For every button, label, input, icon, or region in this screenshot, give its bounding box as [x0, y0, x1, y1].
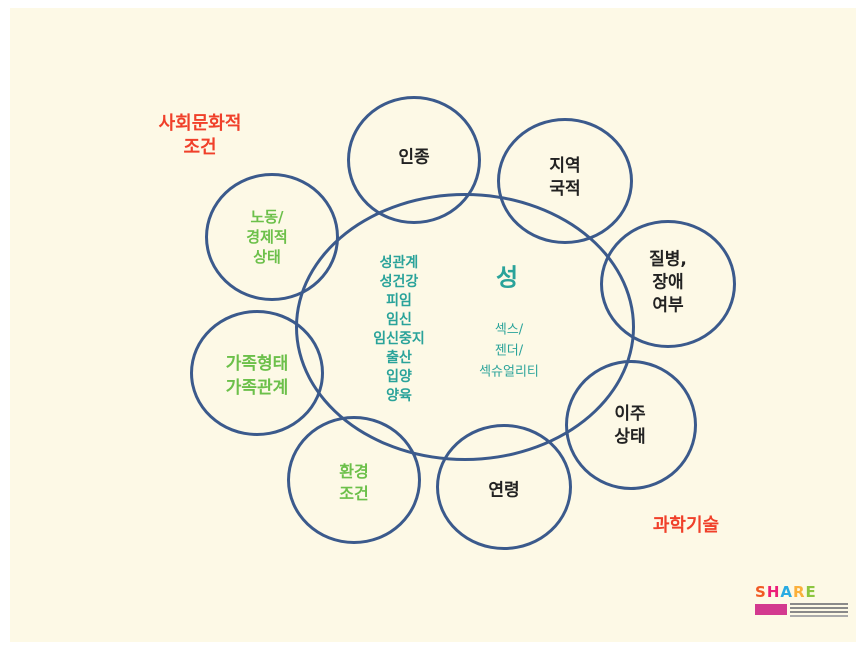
environment-circle	[287, 416, 421, 544]
race-label: 인종	[398, 147, 430, 168]
center-right-list: 섹스/ 젠더/ 섹슈얼리티	[479, 322, 539, 380]
logo-letter: A	[780, 583, 792, 601]
labor-circle	[205, 173, 339, 301]
migration-circle	[565, 360, 697, 490]
sociocultural-label: 사회문화적 조건	[158, 113, 242, 158]
environment-label: 환경 조건	[339, 462, 369, 503]
region-label: 지역 국적	[549, 156, 581, 199]
family-circle	[190, 310, 324, 436]
logo-letter: R	[792, 583, 805, 601]
race-circle	[347, 96, 481, 224]
diagram-canvas: 인종 지역 국적 질병, 장애 여부 이주 상태 연령 환경 조건 가족형태 가…	[10, 8, 856, 642]
center-left-list: 성관계 성건강 피임 임신 임신중지 출산 입양 양육	[373, 255, 425, 404]
logo-fine-print	[790, 603, 848, 605]
region-circle	[497, 118, 633, 244]
logo-bar	[755, 604, 787, 615]
science-label: 과학기술	[652, 515, 720, 536]
logo-letter: S	[755, 583, 766, 601]
logo-letter: H	[766, 583, 780, 601]
age-label: 연령	[488, 480, 520, 501]
age-circle	[436, 424, 572, 550]
labor-label: 노동/ 경제적 상태	[246, 208, 288, 266]
migration-label: 이주 상태	[614, 404, 646, 447]
disability-label: 질병, 장애 여부	[649, 249, 687, 316]
family-label: 가족형태 가족관계	[225, 354, 289, 398]
logo-letter: E	[805, 583, 816, 601]
center-title: 성	[495, 263, 519, 292]
disability-circle	[600, 220, 736, 348]
